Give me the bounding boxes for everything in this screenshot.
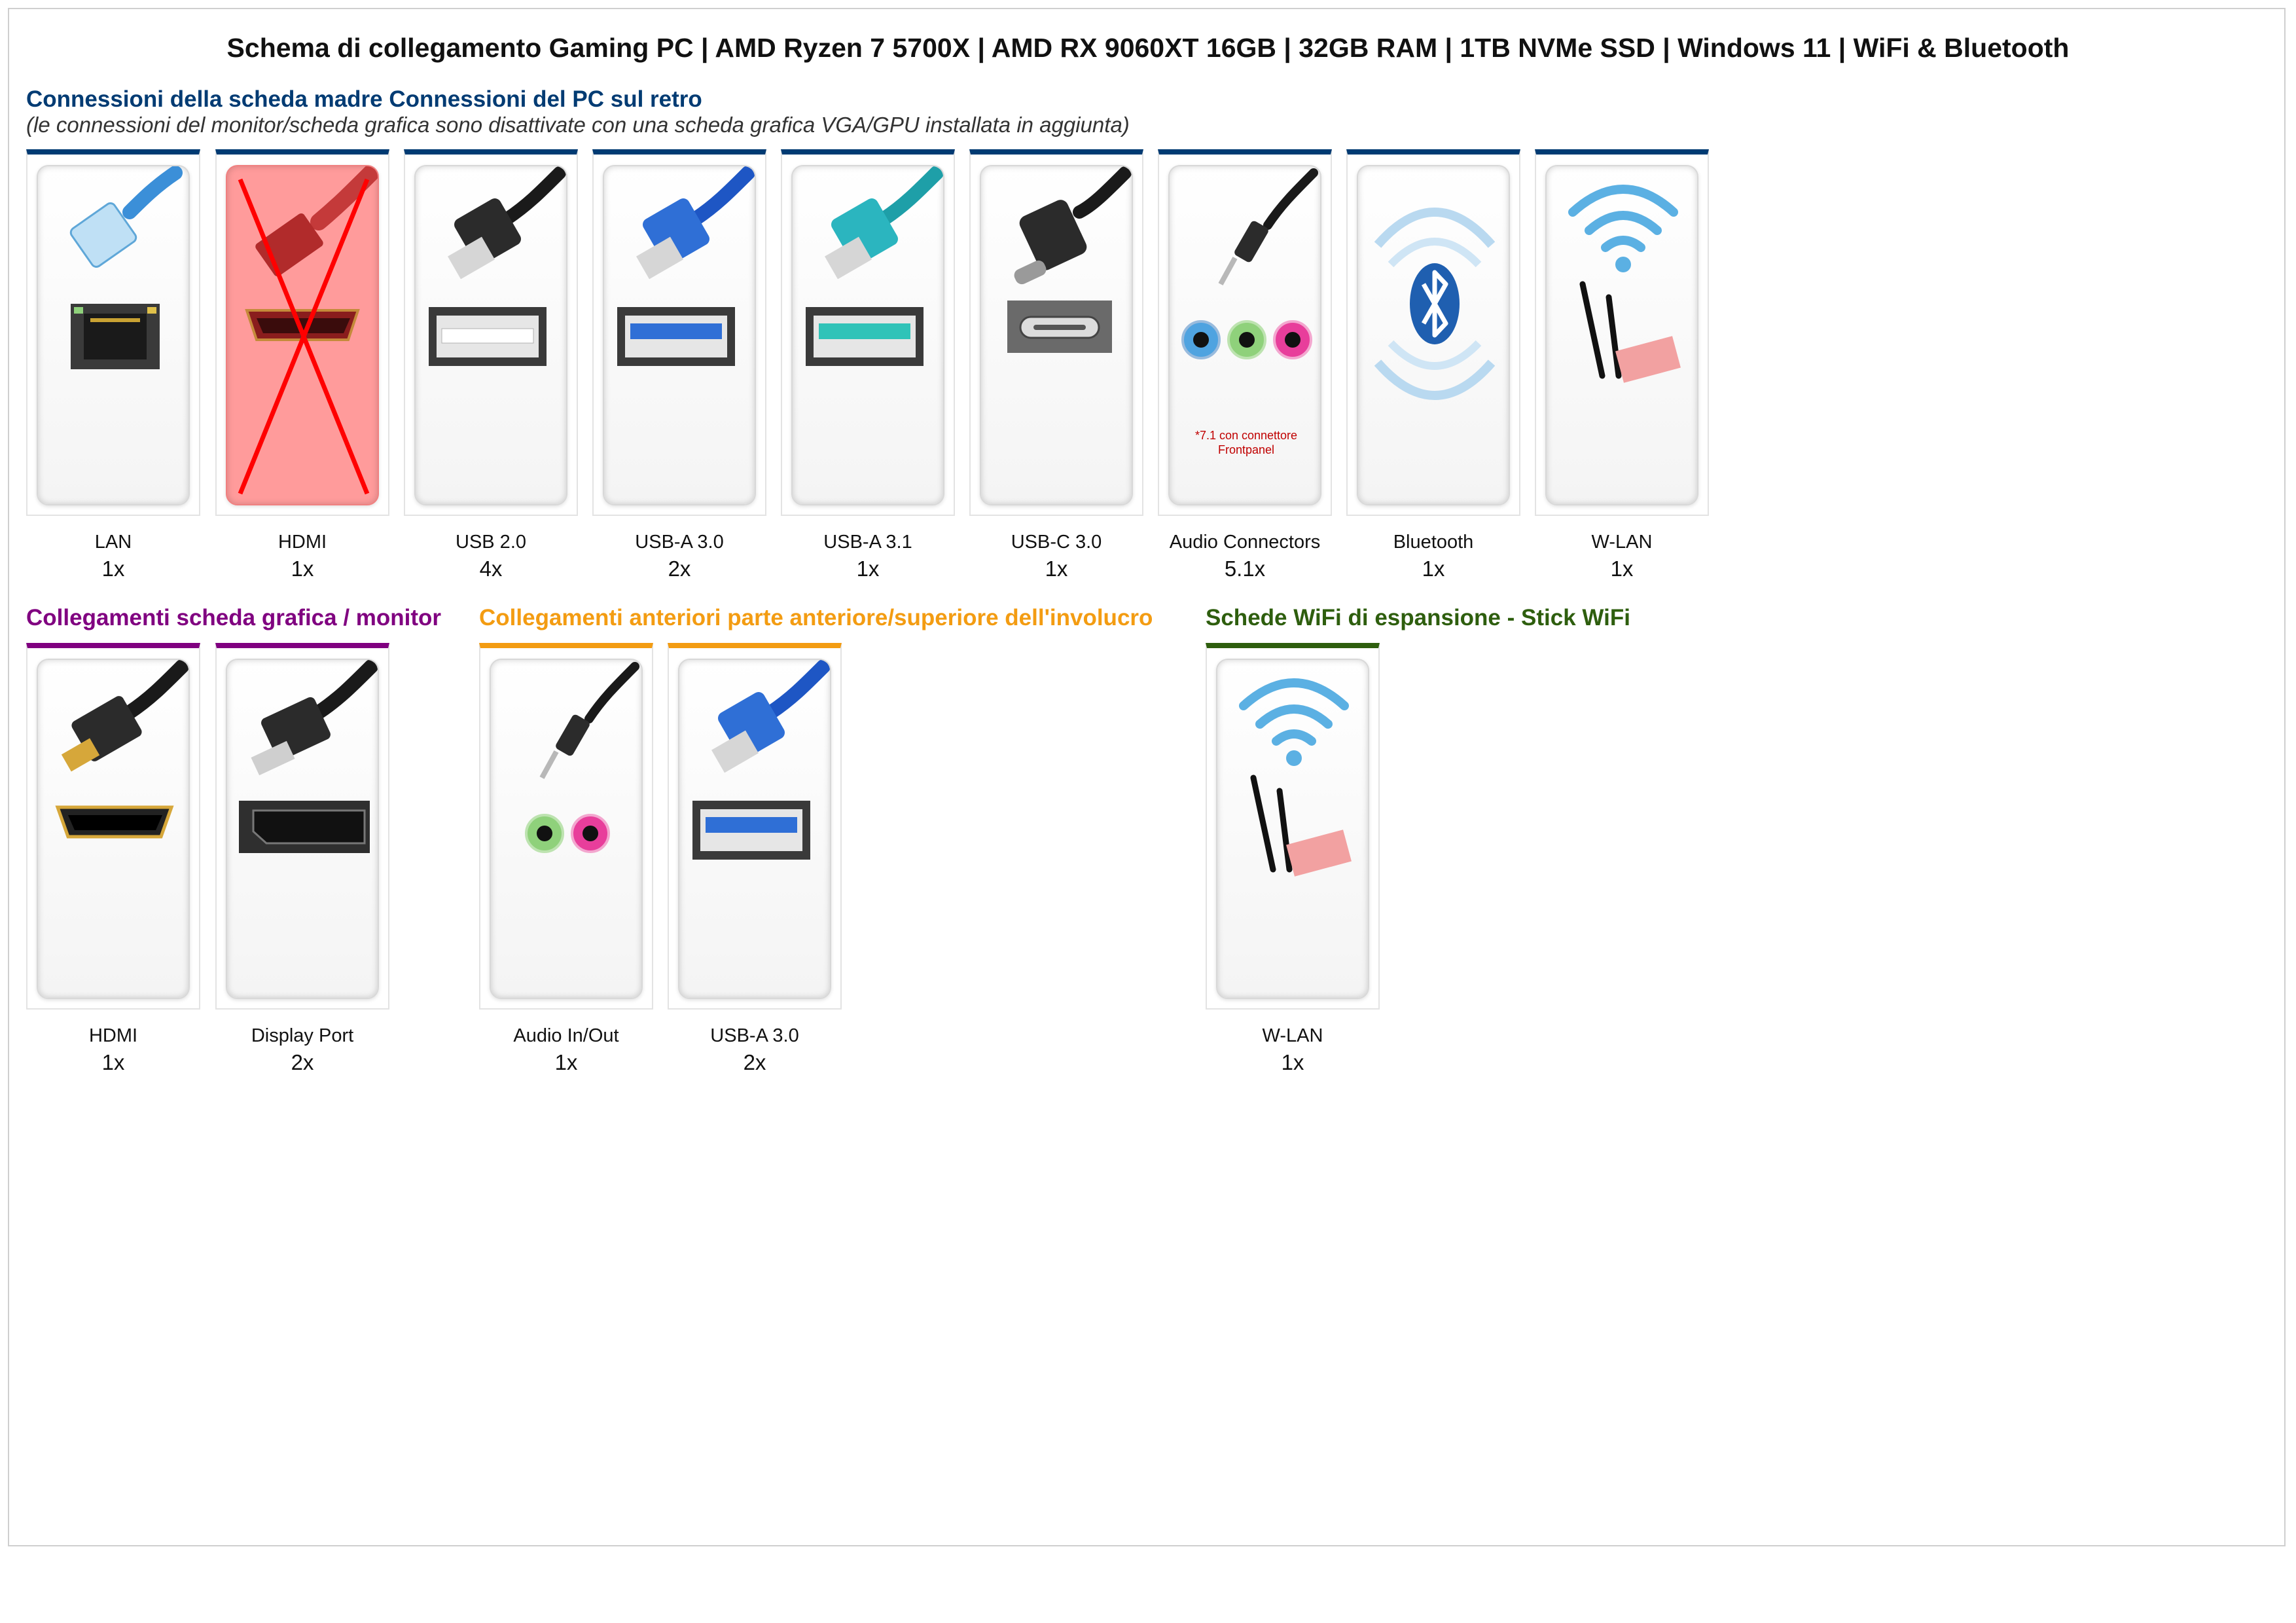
audio-jacks-icon <box>1181 168 1318 359</box>
connector-label: USB-A 3.0 <box>635 532 724 553</box>
hdmi-port-disabled-icon <box>238 166 378 495</box>
connector-label: LAN <box>94 532 132 553</box>
connector-card-wifi-card <box>1206 643 1380 1010</box>
displayport-icon <box>239 660 378 853</box>
connector-label: HDMI <box>88 1025 138 1046</box>
bluetooth-icon <box>1374 208 1496 400</box>
connector-count: 4x <box>479 556 503 581</box>
connector-count: 1x <box>1610 556 1634 581</box>
connector-label: Display Port <box>251 1025 354 1046</box>
connector-label: USB-A 3.0 <box>710 1025 799 1046</box>
connector-label: HDMI <box>278 532 327 553</box>
connector-count: 1x <box>1422 556 1445 581</box>
connector-count: 1x <box>101 1050 125 1074</box>
page-title: Schema di collegamento Gaming PC | AMD R… <box>226 33 2070 63</box>
connector-count: 1x <box>291 556 314 581</box>
wifi-card-icon <box>1239 678 1352 877</box>
connector-label: USB-A 3.1 <box>823 532 912 553</box>
usb-c-port-icon <box>1007 166 1132 353</box>
motherboard-section-title: Connessioni della scheda madre Connessio… <box>26 86 702 112</box>
connector-count: 2x <box>291 1050 314 1074</box>
front-audio-jacks-icon <box>525 662 639 853</box>
connector-count: 1x <box>554 1050 578 1074</box>
connector-card-usb-2-0 <box>404 149 578 516</box>
connector-count: 1x <box>1281 1050 1304 1074</box>
connector-card-bluetooth <box>1346 149 1520 516</box>
connector-count: 1x <box>1045 556 1068 581</box>
connector-count: 2x <box>743 1050 766 1074</box>
connector-label: Bluetooth <box>1393 532 1474 553</box>
usb-2-port-icon <box>429 166 566 366</box>
connector-card-usb-c-3-0 <box>969 149 1143 516</box>
connector-card-usb-a-3-0 <box>592 149 766 516</box>
connector-count: 1x <box>856 556 880 581</box>
graphics-section-title: Collegamenti scheda grafica / monitor <box>26 605 442 630</box>
connector-card-lan <box>26 149 200 516</box>
connector-card-hdmi-disabled <box>215 149 389 516</box>
connector-label: Audio Connectors <box>1169 532 1321 553</box>
connector-card-usb-a-3-1 <box>781 149 955 516</box>
diagram-frame: Schema di collegamento Gaming PC | AMD R… <box>8 8 2286 1546</box>
connector-card-wlan <box>1535 149 1709 516</box>
lan-port-icon <box>69 166 183 369</box>
connector-card-displayport <box>215 643 389 1010</box>
connector-label: W-LAN <box>1591 532 1653 553</box>
connector-label: W-LAN <box>1262 1025 1323 1046</box>
connector-label: Audio In/Out <box>513 1025 619 1046</box>
connector-count: 2x <box>668 556 691 581</box>
front-usb-a-3-0-icon <box>692 660 830 860</box>
connector-count: 1x <box>101 556 125 581</box>
connector-card-front-usb <box>668 643 842 1010</box>
wlan-antenna-icon <box>1568 185 1681 383</box>
connector-card-gpu-hdmi <box>26 643 200 1010</box>
usb-a-3-0-port-icon <box>617 166 755 366</box>
connector-card-audio: *7.1 con connettore Frontpanel <box>1158 149 1332 516</box>
motherboard-section-subtitle: (le connessioni del monitor/scheda grafi… <box>26 113 1130 137</box>
audio-note: *7.1 con connettore Frontpanel <box>1194 429 1298 456</box>
hdmi-port-icon <box>55 660 188 839</box>
wifi-section-title: Schede WiFi di espansione - Stick WiFi <box>1206 605 1630 630</box>
usb-a-3-1-port-icon <box>806 166 943 366</box>
front-section-title: Collegamenti anteriori parte anteriore/s… <box>479 605 1153 630</box>
connector-count: 5.1x <box>1224 556 1266 581</box>
connector-card-front-audio <box>479 643 653 1010</box>
connector-label: USB 2.0 <box>456 532 526 553</box>
connector-label: USB-C 3.0 <box>1011 532 1102 553</box>
